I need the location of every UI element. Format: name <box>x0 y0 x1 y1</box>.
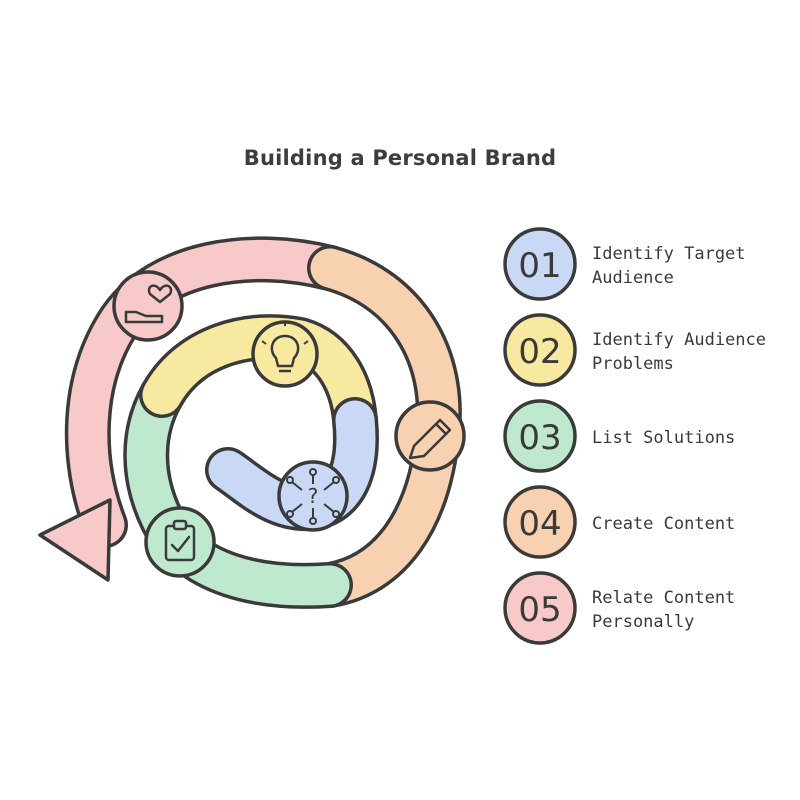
hand-heart-icon <box>112 270 184 342</box>
question-network-icon: ? <box>277 460 349 532</box>
diagram-title: Building a Personal Brand <box>243 146 557 170</box>
step-number-01: 01 <box>518 246 561 286</box>
step-circle-01: 01 <box>503 227 577 301</box>
step-circle-05: 05 <box>503 571 577 645</box>
spiral-arrowhead <box>38 498 112 582</box>
step-label-02: Identify Audience Problems <box>592 330 766 374</box>
step-label-05: Relate Content Personally <box>592 588 736 632</box>
step-label-03: List Solutions <box>592 428 736 448</box>
step-circle-03: 03 <box>503 399 577 473</box>
step-label-04: Create Content <box>592 514 736 534</box>
bulb-icon <box>251 320 319 388</box>
step-circle-02: 02 <box>503 313 577 387</box>
step-label-01: Identify Target Audience <box>592 244 746 288</box>
step-number-02: 02 <box>518 332 561 372</box>
step-number-03: 03 <box>518 418 561 458</box>
pen-icon <box>394 400 466 472</box>
svg-text:?: ? <box>308 484 319 508</box>
step-number-04: 04 <box>518 504 561 544</box>
step-circle-04: 04 <box>503 485 577 559</box>
step-number-05: 05 <box>518 590 561 630</box>
clipboard-check-icon <box>144 506 216 578</box>
